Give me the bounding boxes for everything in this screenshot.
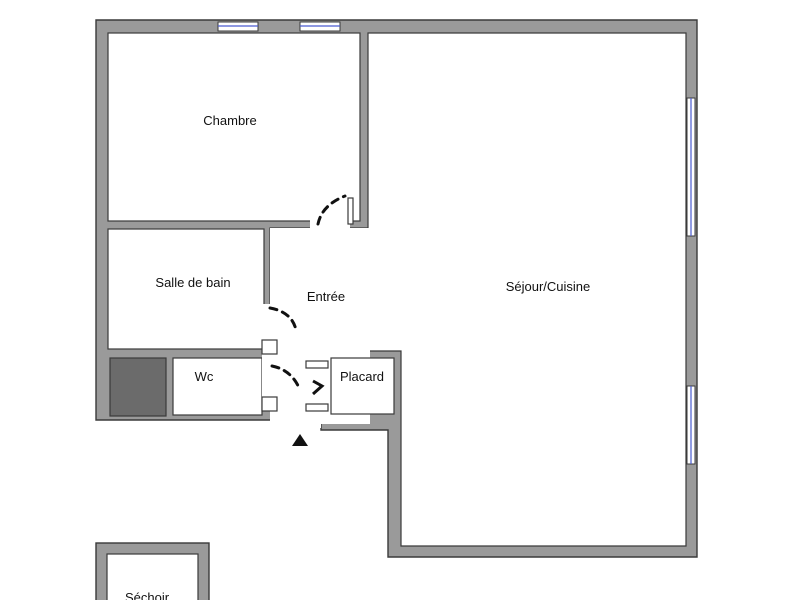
chambre-door-swing — [316, 194, 347, 226]
doors — [261, 194, 354, 412]
label-sechoir: Séchoir — [125, 590, 170, 600]
placard-door-swing — [312, 379, 325, 396]
label-entree: Entrée — [307, 289, 345, 304]
entrance-arrow-icon — [292, 434, 308, 446]
label-wc: Wc — [195, 369, 214, 384]
room-salle-de-bain-floor — [107, 228, 265, 350]
floor-areas — [107, 32, 687, 547]
chambre-door-opening — [310, 219, 350, 230]
technical-shaft — [109, 357, 167, 417]
placard-door-jamb-top — [305, 360, 329, 369]
placard-door-jamb-bottom — [305, 403, 329, 412]
label-salle-de-bain: Salle de bain — [155, 275, 230, 290]
wc-door-swing — [270, 364, 302, 392]
label-chambre: Chambre — [203, 113, 256, 128]
wc-door-opening — [262, 353, 272, 399]
windows — [217, 21, 696, 465]
chambre-door-leaf — [347, 197, 354, 225]
salle-de-bain-door-opening — [262, 304, 272, 344]
wc-door-jamb-top — [261, 339, 278, 355]
room-placard-floor — [330, 357, 395, 415]
sechoir-block — [95, 542, 210, 600]
wc-door-jamb-bottom — [261, 396, 278, 412]
room-wc-floor — [172, 357, 263, 416]
entrance-opening — [277, 412, 321, 428]
room-chambre-floor — [107, 32, 361, 222]
sechoir-floor — [106, 553, 199, 600]
room-labels: Chambre Salle de bain Entrée Séjour/Cuis… — [125, 113, 590, 600]
salle-de-bain-door-swing — [268, 306, 298, 332]
label-placard: Placard — [340, 369, 384, 384]
label-sejour-cuisine: Séjour/Cuisine — [506, 279, 591, 294]
